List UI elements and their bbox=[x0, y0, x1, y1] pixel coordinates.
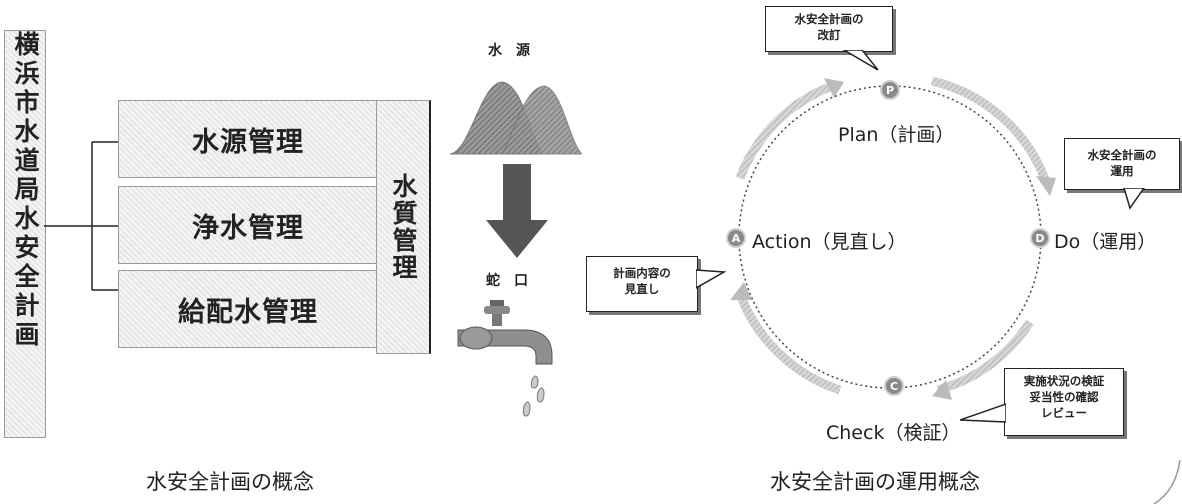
corner-curve-decoration bbox=[1153, 460, 1181, 504]
callout-do-line2: 運用 bbox=[1110, 164, 1134, 178]
quality-management-label: 水質管理 bbox=[389, 173, 418, 281]
callout-plan: 水安全計画の 改訂 bbox=[765, 6, 893, 52]
action-label: Action（見直し） bbox=[752, 231, 907, 253]
callout-do-tail bbox=[1123, 188, 1145, 210]
do-badge-icon: D bbox=[1030, 228, 1050, 248]
mgmt-water-source: 水源管理 bbox=[118, 100, 378, 178]
callout-action-tail bbox=[696, 269, 726, 289]
callout-action-line2: 見直し bbox=[624, 282, 660, 296]
callout-check-line1: 実施状況の検証 bbox=[1023, 374, 1105, 388]
callout-plan-line1: 水安全計画の bbox=[794, 12, 864, 26]
connector-lines bbox=[44, 141, 120, 291]
mgmt-distribution: 給配水管理 bbox=[118, 270, 378, 348]
mgmt-purification: 浄水管理 bbox=[118, 186, 378, 264]
flow-down-arrow-icon bbox=[486, 164, 548, 258]
plan-badge-icon: P bbox=[880, 80, 900, 100]
check-badge-icon: C bbox=[884, 376, 904, 396]
callout-do: 水安全計画の 運用 bbox=[1064, 138, 1180, 190]
callout-action: 計画内容の 見直し bbox=[586, 256, 698, 312]
mgmt-water-source-label: 水源管理 bbox=[192, 126, 304, 158]
mgmt-purification-label: 浄水管理 bbox=[192, 212, 304, 244]
plan-label: Plan（計画） bbox=[838, 124, 955, 146]
mgmt-distribution-label: 給配水管理 bbox=[178, 296, 318, 328]
callout-check: 実施状況の検証 妥当性の確認 レビュー bbox=[1004, 368, 1124, 436]
source-label: 水 源 bbox=[488, 43, 530, 59]
check-label: Check（検証） bbox=[826, 422, 961, 444]
callout-plan-tail bbox=[842, 50, 879, 71]
do-label: Do（運用） bbox=[1054, 231, 1157, 253]
tap-label: 蛇 口 bbox=[486, 273, 528, 289]
callout-check-line3: レビュー bbox=[1041, 406, 1087, 420]
left-caption: 水安全計画の概念 bbox=[146, 470, 314, 494]
mountain-icon bbox=[450, 81, 582, 155]
callout-action-line1: 計画内容の bbox=[613, 266, 671, 280]
callout-check-line2: 妥当性の確認 bbox=[1029, 390, 1099, 404]
callout-plan-line2: 改訂 bbox=[817, 28, 841, 42]
action-badge-icon: A bbox=[726, 228, 746, 248]
callout-do-line1: 水安全計画の bbox=[1087, 148, 1157, 162]
quality-management-box: 水質管理 bbox=[376, 100, 431, 354]
faucet-icon bbox=[457, 300, 553, 417]
plan-vertical-box: 横浜市水道局水安全計画 bbox=[4, 30, 46, 438]
plan-vertical-title: 横浜市水道局水安全計画 bbox=[11, 31, 40, 350]
callout-check-tail bbox=[960, 403, 1006, 423]
right-caption: 水安全計画の運用概念 bbox=[770, 470, 980, 494]
